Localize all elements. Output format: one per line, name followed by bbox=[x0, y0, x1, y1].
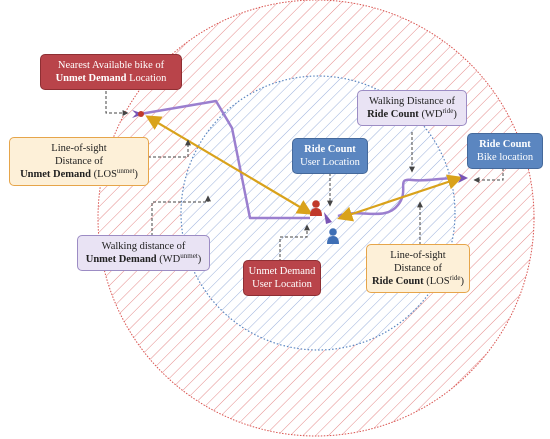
label-ride-count-user: Ride Count User Location bbox=[292, 138, 368, 174]
unmet-user-icon bbox=[310, 200, 322, 216]
label-nearest-bike: Nearest Available bike of Unmet Demand L… bbox=[40, 54, 182, 90]
leader-wd-unmet bbox=[151, 195, 211, 236]
label-unmet-demand-user: Unmet Demand User Location bbox=[243, 260, 321, 296]
label-los-ride: Line-of-sight Distance of Ride Count (LO… bbox=[366, 244, 470, 293]
los-line-unmet bbox=[145, 115, 313, 215]
los-line-ride bbox=[337, 174, 463, 222]
ride-user-icon bbox=[327, 228, 339, 244]
leader-nearest-bike bbox=[105, 86, 129, 116]
label-los-unmet: Line-of-sight Distance of Unmet Demand (… bbox=[9, 137, 149, 186]
label-wd-unmet: Walking distance of Unmet Demand (WDunme… bbox=[77, 235, 210, 271]
leader-los-unmet bbox=[148, 139, 191, 158]
label-wd-ride: Walking Distance of Ride Count (WDride) bbox=[357, 90, 467, 126]
leader-ride-count-bike bbox=[473, 168, 504, 183]
bike-marker-icon bbox=[324, 212, 332, 224]
bike-marker-icon bbox=[458, 173, 468, 183]
bike-marker-icon bbox=[132, 110, 144, 118]
leader-unmet-user bbox=[279, 224, 310, 262]
label-ride-count-bike: Ride Count Bike location bbox=[467, 133, 543, 169]
